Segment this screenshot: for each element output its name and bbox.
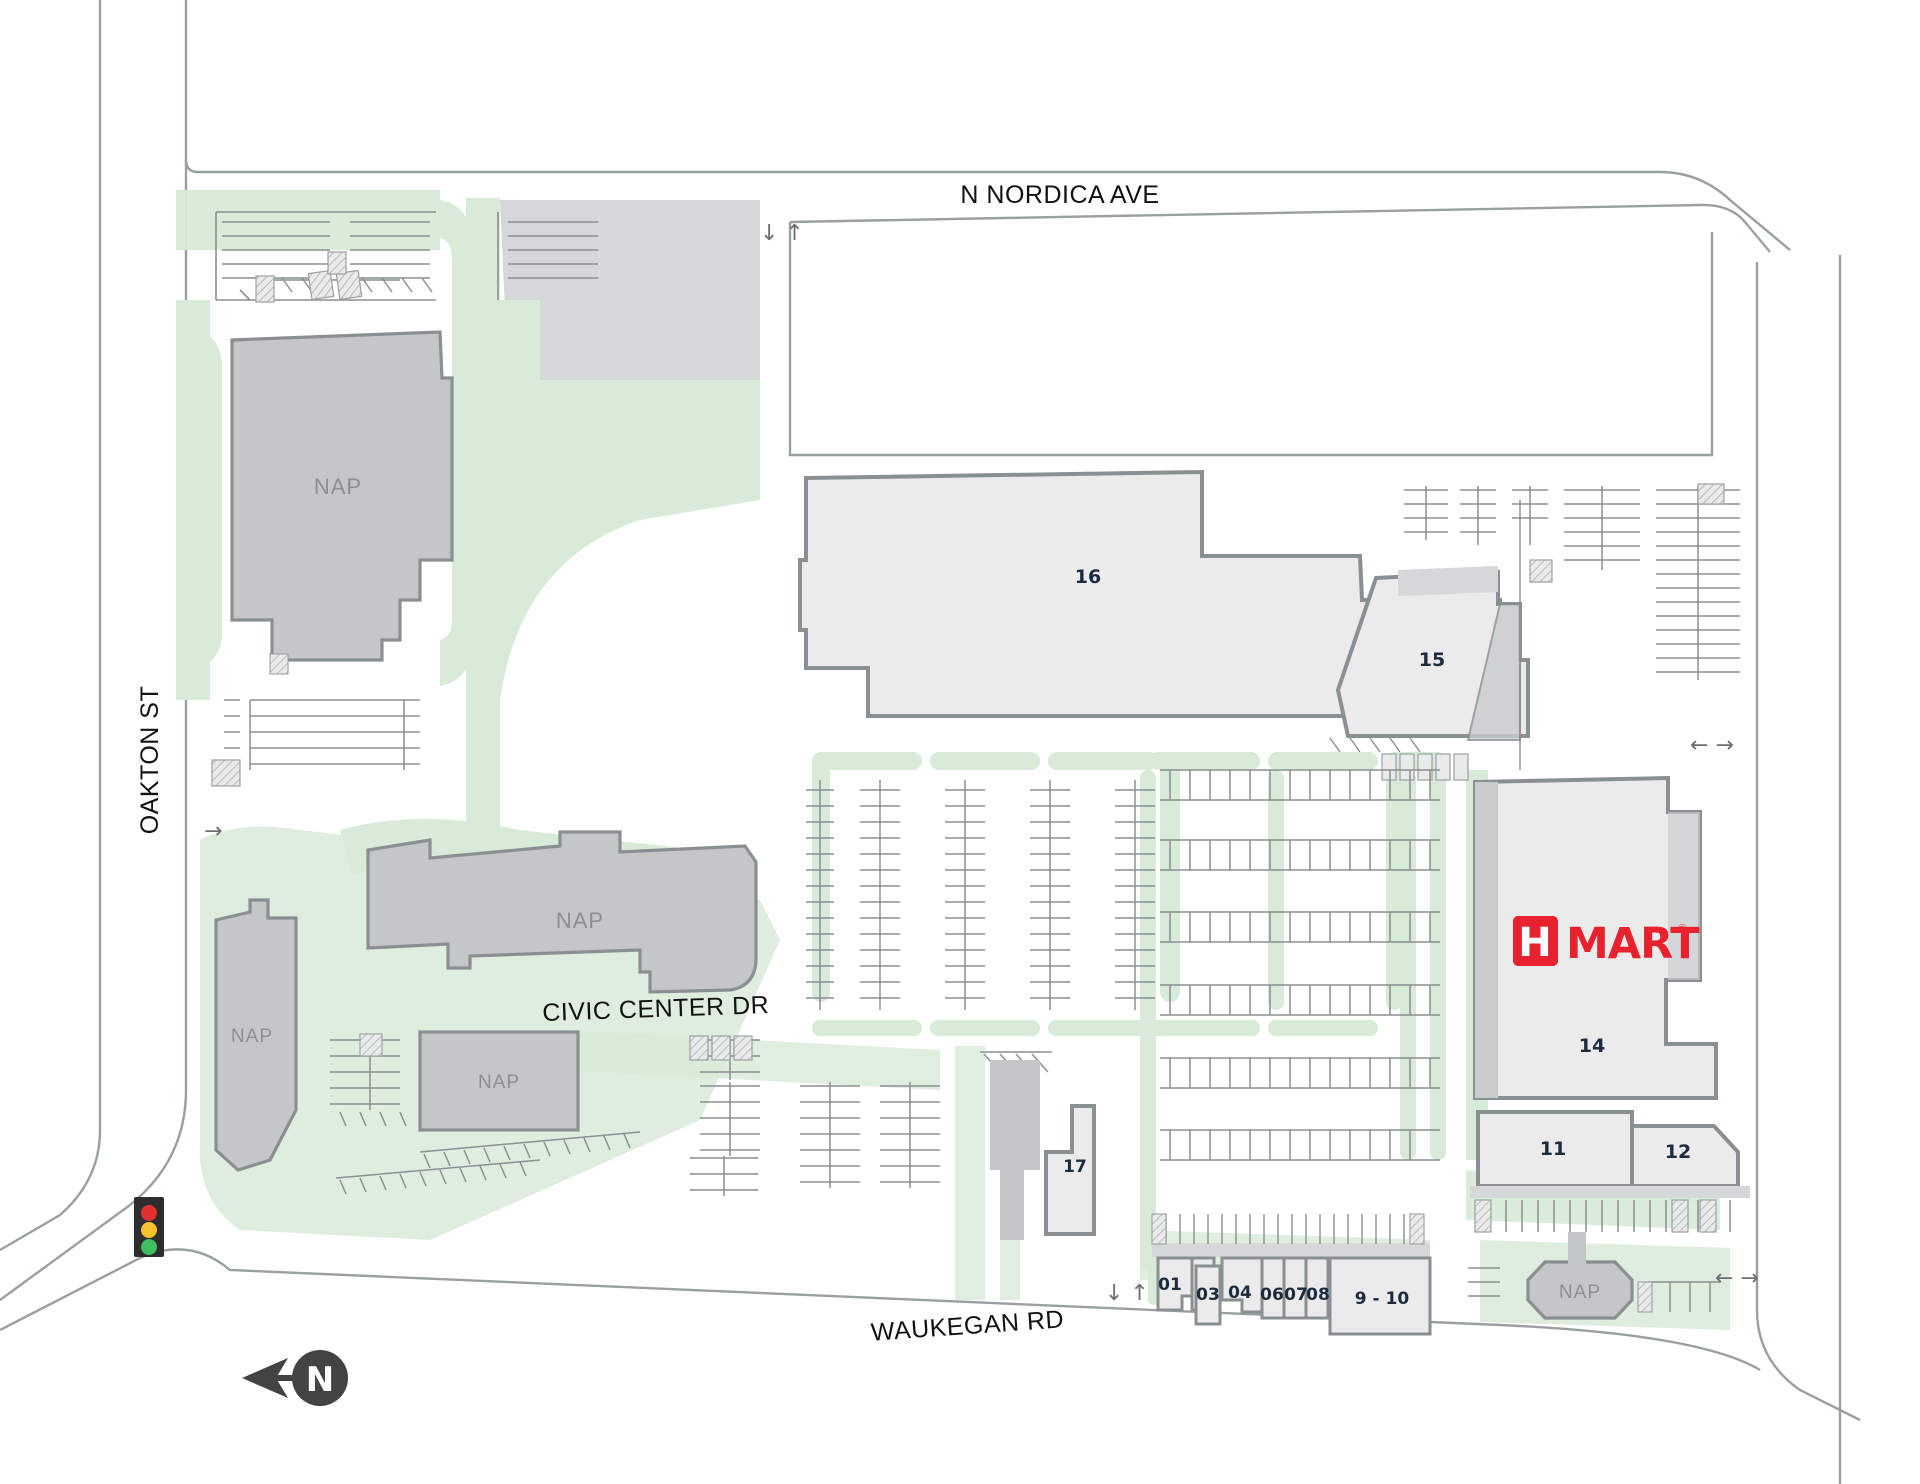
unit-08-label: 08 [1306,1285,1330,1305]
hmart-logo[interactable]: H MART ® [1513,916,1701,969]
nap-label-west-central: NAP [556,908,604,933]
road-label-n-nordica-ave: N NORDICA AVE [960,181,1159,209]
unit-14-building[interactable]: 14 [1473,775,1718,1100]
parking-hatch-sw [359,1033,753,1061]
hmart-h-mark: H [1518,920,1551,966]
parking-hatch-south [1151,1213,1425,1245]
nap-label-west-edge: NAP [231,1026,273,1047]
nap-west-central[interactable]: NAP [366,830,758,994]
unit-17-label: 17 [1063,1157,1087,1177]
service-road-east [1568,1232,1586,1264]
compass-north-indicator: N [242,1350,348,1406]
retail-strip-south[interactable]: 01 03 04 06 07 08 9 - 10 [1152,1243,1432,1336]
parking-hatch-11-12 [1474,1199,1717,1233]
road-oakton-st-edge [0,0,102,1252]
traffic-light-red [141,1205,157,1221]
unit-17-building[interactable]: 17 [1044,1104,1096,1236]
road-label-oakton-st: OAKTON ST [136,686,164,835]
parking-hatched-nw [255,251,363,303]
nap-label-northwest: NAP [314,474,362,499]
arrows-east-lower: ← → [1715,1266,1759,1291]
unit-12-label: 12 [1665,1141,1691,1163]
loading-docks [1329,737,1421,753]
nap-label-southeast: NAP [1559,1282,1601,1303]
pavement-near-17 [990,1060,1040,1240]
unit-09-10-label: 9 - 10 [1355,1289,1410,1309]
arrows-nordica-entry: ↓ ↑ [760,221,804,246]
parking-nw-lower [224,699,420,770]
traffic-light-green [141,1239,157,1255]
parking-hatch-se [1637,1281,1653,1313]
unit-11-label: 11 [1540,1138,1566,1160]
parking-nw-hatch2 [211,653,289,787]
parking-ne-hatch [1529,483,1725,583]
unit-12-building[interactable]: 12 [1630,1124,1740,1188]
parking-southeast [1468,1267,1720,1312]
arrows-oakton-mid: → [204,819,222,844]
traffic-arrow-markers: ↓ ↑ → ← → ↓ ↑ ← → [204,221,1759,1306]
compass-arrow-icon [242,1358,288,1398]
parking-northwest [215,211,598,301]
hmart-brand-text: MART [1566,919,1700,969]
nap-southeast[interactable]: NAP [1526,1260,1634,1320]
unit-11-building[interactable]: 11 [1476,1110,1634,1188]
unit-01-label: 01 [1158,1275,1182,1295]
parking-field-east [1160,769,1440,1161]
unit-03-label: 03 [1196,1285,1220,1305]
hmart-registered-mark: ® [1678,923,1686,935]
parking-field-center [806,780,1155,1010]
unit-04-label: 04 [1228,1283,1252,1303]
nap-northwest[interactable]: NAP [230,330,454,662]
traffic-light-yellow [141,1222,157,1238]
nap-west-edge[interactable]: NAP [214,898,298,1172]
arrows-waukegan-entry: ↓ ↑ [1105,1281,1149,1306]
unit-15-label: 15 [1419,649,1445,671]
unit-16-label: 16 [1075,566,1101,588]
dock-bays [1381,753,1469,781]
compass-letter-n: N [306,1360,334,1400]
unit-14-label: 14 [1579,1035,1605,1057]
arrows-east-upper: ← → [1690,733,1734,758]
nap-southwest[interactable]: NAP [418,1030,580,1132]
traffic-signal-icon[interactable] [134,1197,164,1257]
unit-06-label: 06 [1260,1285,1284,1305]
nap-label-southwest: NAP [478,1072,520,1093]
parking-strip-south-stalls [1165,1214,1405,1244]
unit-07-label: 07 [1284,1285,1308,1305]
